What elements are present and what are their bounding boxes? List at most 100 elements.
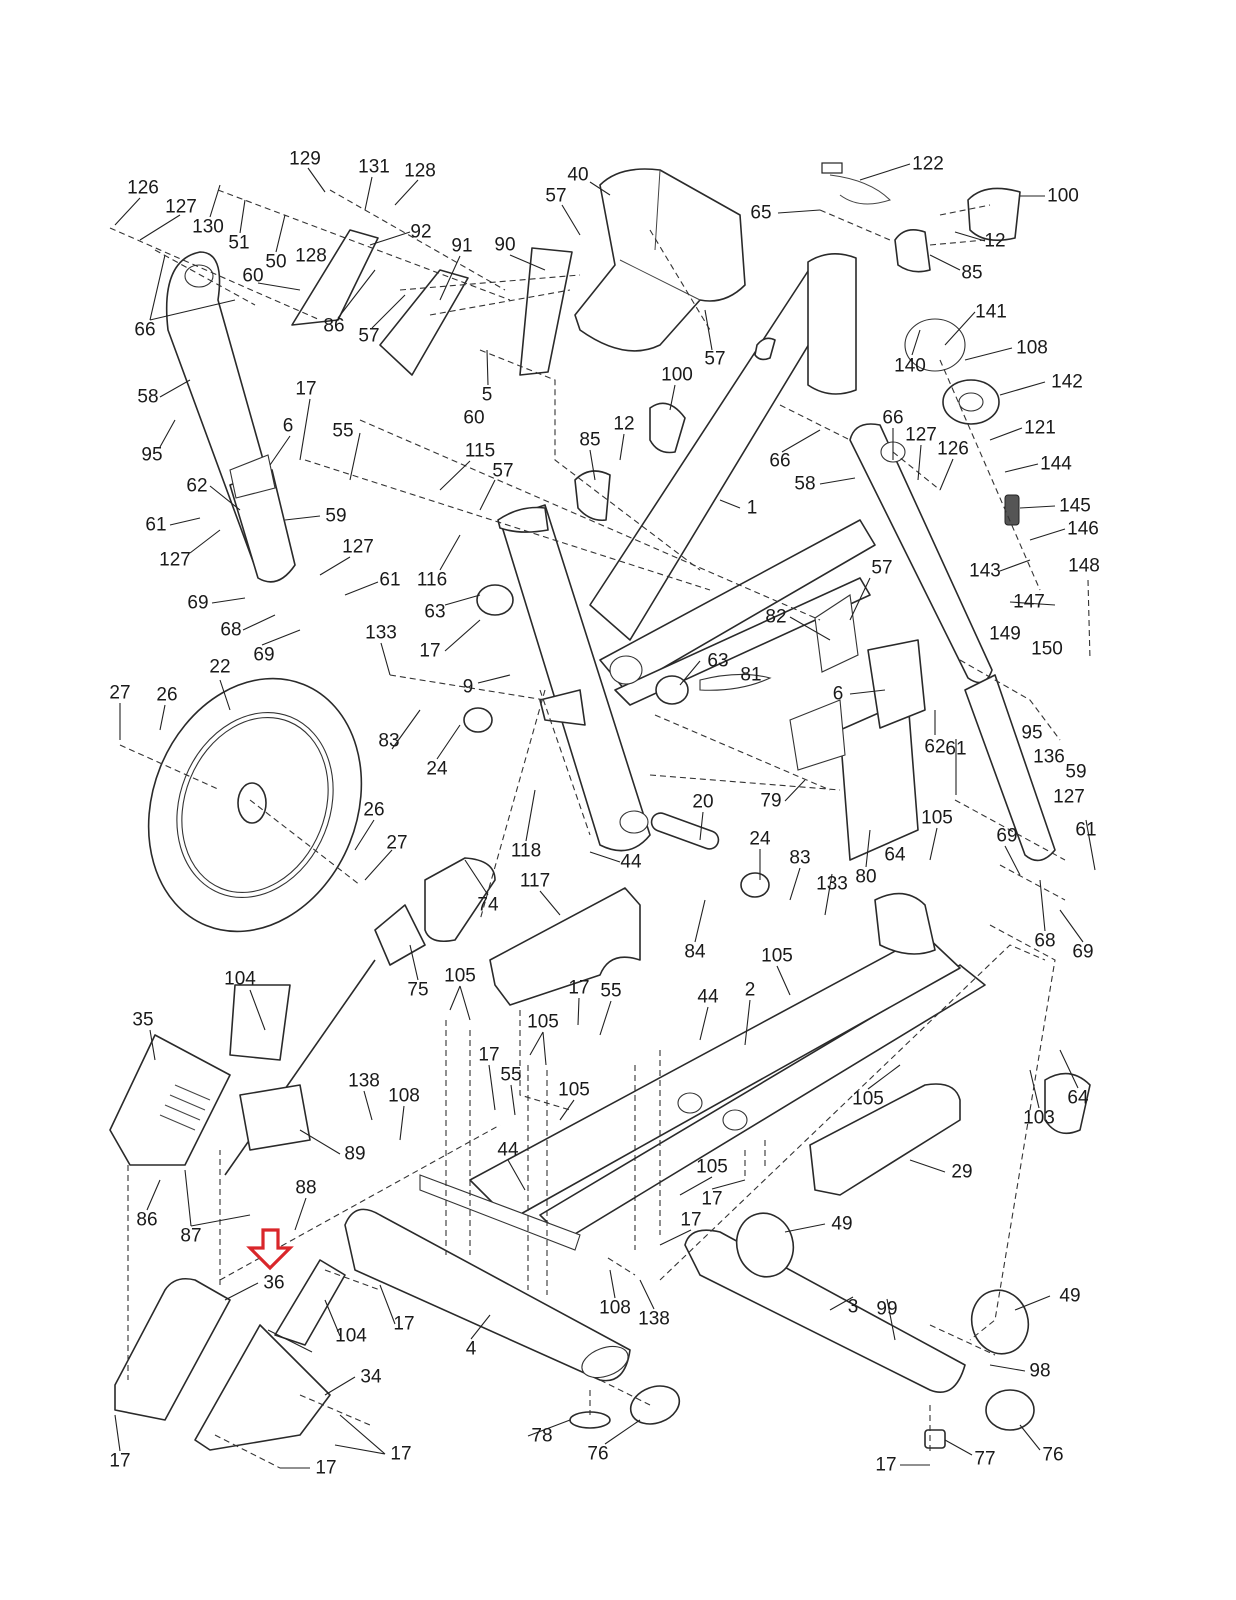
part-label-24: 24 [426,758,448,780]
part-label-55: 55 [600,980,622,1002]
part-label-146: 146 [1067,518,1099,540]
left-upright-arm [165,251,296,583]
part-label-57: 57 [704,348,726,370]
part-label-141: 141 [975,301,1007,323]
part-label-88: 88 [295,1177,317,1199]
part-label-17: 17 [295,378,317,400]
part-label-26: 26 [156,684,178,706]
part-label-44: 44 [497,1139,519,1161]
part-label-105: 105 [558,1079,590,1101]
part-label-34: 34 [360,1366,382,1388]
part-label-138: 138 [638,1308,670,1330]
part-label-78: 78 [531,1425,553,1447]
part-label-66: 66 [134,319,156,341]
part-label-105: 105 [761,945,793,967]
part-label-100: 100 [1047,185,1079,207]
part-label-59: 59 [325,505,347,527]
flywheel-22 [147,677,363,933]
part-label-61: 61 [379,569,401,591]
part-label-64: 64 [1067,1087,1089,1109]
part-label-86: 86 [323,315,345,337]
part-label-62: 62 [186,475,208,497]
part-label-63: 63 [424,601,446,623]
part-label-65: 65 [750,202,772,224]
part-label-40: 40 [567,164,589,186]
part-label-69: 69 [996,825,1018,847]
part-label-66: 66 [769,450,791,472]
part-label-99: 99 [876,1298,898,1320]
part-label-142: 142 [1051,371,1083,393]
part-label-129: 129 [289,148,321,170]
part-label-49: 49 [1059,1285,1081,1307]
electronics-bracket [789,594,926,861]
part-label-3: 3 [847,1296,859,1318]
assembly-lines [109,189,1091,1469]
part-label-57: 57 [358,325,380,347]
part-label-69: 69 [253,644,275,666]
part-label-145: 145 [1059,495,1091,517]
part-label-74: 74 [477,894,499,916]
upper-handle-covers [291,229,469,376]
part-label-127: 127 [1053,786,1085,808]
part-label-12: 12 [984,230,1006,252]
part-label-57: 57 [545,185,567,207]
part-label-118: 118 [510,840,542,862]
part-label-83: 83 [378,730,400,752]
part-label-35: 35 [132,1009,154,1031]
part-label-90: 90 [494,234,516,256]
resistance-assembly [109,959,376,1176]
part-label-133: 133 [816,873,848,895]
part-label-92: 92 [410,221,432,243]
part-label-128: 128 [295,245,327,267]
part-label-66: 66 [882,407,904,429]
part-label-131: 131 [358,156,390,178]
part-label-69: 69 [187,592,209,614]
part-label-27: 27 [386,832,408,854]
part-label-81: 81 [740,664,762,686]
part-label-147: 147 [1013,591,1045,613]
part-label-87: 87 [180,1225,202,1247]
part-label-136: 136 [1033,746,1065,768]
part-label-24: 24 [749,828,771,850]
part-label-62: 62 [924,736,946,758]
part-label-17: 17 [478,1044,500,1066]
part-label-84: 84 [684,941,706,963]
stabilizer-3 [684,1212,1035,1449]
part-label-60: 60 [463,407,485,429]
part-label-122: 122 [912,153,944,175]
part-label-104: 104 [224,968,256,990]
part-label-104: 104 [335,1325,367,1347]
part-label-86: 86 [136,1209,158,1231]
part-label-127: 127 [159,549,191,571]
part-label-9: 9 [462,676,474,698]
part-label-44: 44 [620,851,642,873]
part-label-5: 5 [481,384,493,406]
part-label-59: 59 [1065,761,1087,783]
shroud-36 [114,1277,231,1421]
part-label-58: 58 [794,473,816,495]
part-label-1: 1 [746,497,758,519]
part-label-150: 150 [1031,638,1063,660]
part-label-108: 108 [1016,337,1048,359]
part-label-36: 36 [263,1272,285,1294]
part-label-143: 143 [969,560,1001,582]
part-label-51: 51 [228,232,250,254]
leader-lines [114,163,1096,1469]
part-label-55: 55 [500,1064,522,1086]
part-label-115: 115 [464,440,496,462]
knob-assembly-top [821,162,1021,526]
part-label-133: 133 [365,622,397,644]
part-label-126: 126 [127,177,159,199]
part-label-85: 85 [579,429,601,451]
handle-90 [519,247,573,376]
rear-cover-29 [809,1083,961,1196]
part-label-105: 105 [527,1011,559,1033]
part-label-105: 105 [696,1156,728,1178]
part-label-49: 49 [831,1213,853,1235]
part-label-50: 50 [265,251,287,273]
part-label-100: 100 [661,364,693,386]
part-label-17: 17 [568,977,590,999]
part-label-105: 105 [444,965,476,987]
part-label-76: 76 [1042,1444,1064,1466]
